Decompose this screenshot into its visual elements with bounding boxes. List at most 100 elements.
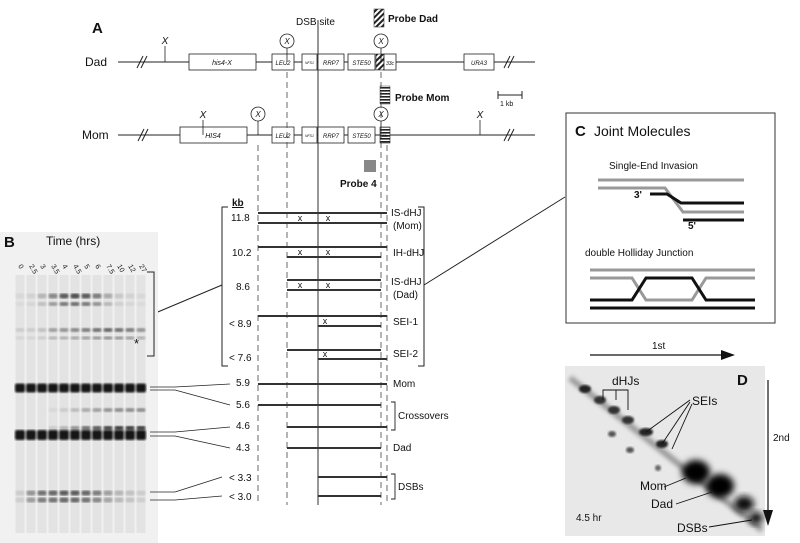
band-dsb bbox=[70, 490, 80, 496]
band-sei bbox=[81, 328, 91, 332]
dashed-guides bbox=[257, 72, 388, 505]
bracket-right-connector bbox=[423, 196, 566, 286]
band-mom bbox=[125, 383, 135, 393]
gel-lane bbox=[59, 275, 69, 533]
band-crossover bbox=[136, 408, 146, 412]
time-label: 0 bbox=[16, 264, 24, 271]
band-dad bbox=[136, 430, 146, 440]
gene-box bbox=[271, 126, 295, 144]
band-sei bbox=[26, 336, 36, 340]
gel-lane bbox=[37, 275, 47, 533]
dhjs-bracket bbox=[602, 389, 629, 410]
band-dsb bbox=[59, 490, 69, 496]
band-dsb bbox=[37, 497, 47, 503]
dad-break-left bbox=[136, 55, 148, 69]
band-sei bbox=[114, 328, 124, 332]
scale-bar-label: 1 kb bbox=[500, 101, 513, 108]
band-joint-molecule bbox=[92, 293, 102, 299]
dhj-title: double Holliday Junction bbox=[585, 248, 693, 259]
gene-label: his4-X bbox=[212, 60, 232, 67]
band-dad bbox=[70, 430, 80, 440]
kb-header: kb bbox=[232, 198, 244, 209]
band-dsb bbox=[26, 490, 36, 496]
gene-box bbox=[383, 53, 397, 71]
band-mom bbox=[114, 383, 124, 393]
gel-lane bbox=[26, 275, 36, 533]
panel-c: C Joint Molecules Single-End Invasion 3'… bbox=[565, 112, 776, 324]
time-label: 10 bbox=[115, 264, 125, 274]
band-joint-molecule bbox=[114, 302, 124, 306]
band-mom bbox=[70, 383, 80, 393]
band-crossover bbox=[48, 408, 58, 412]
seis-label: SEIs bbox=[692, 394, 717, 408]
crossover-x: x bbox=[298, 280, 303, 290]
band-sei bbox=[26, 328, 36, 332]
band-joint-molecule bbox=[48, 293, 58, 299]
gel-lane bbox=[125, 275, 135, 533]
band-joint-molecule bbox=[59, 293, 69, 299]
species-size: 10.2 bbox=[232, 248, 252, 259]
band-joint-molecule bbox=[92, 302, 102, 306]
band-joint-molecule bbox=[125, 302, 135, 306]
band-dad bbox=[92, 430, 102, 440]
band-dsb bbox=[15, 490, 25, 496]
gel-lane bbox=[136, 275, 146, 533]
spot bbox=[579, 385, 591, 393]
panel-c-title: Joint Molecules bbox=[594, 123, 691, 139]
site-x-label: X bbox=[254, 110, 261, 119]
band-sei bbox=[48, 336, 58, 340]
sei-title: Single-End Invasion bbox=[609, 161, 698, 172]
gene-label: STE50 bbox=[352, 61, 371, 67]
species-size: 8.6 bbox=[236, 282, 250, 293]
pointer-line bbox=[663, 477, 687, 488]
band-mom bbox=[81, 383, 91, 393]
panel-c-label: C bbox=[575, 123, 586, 140]
connector-line bbox=[174, 426, 231, 433]
species-size: 11.8 bbox=[231, 213, 250, 224]
band-sei bbox=[70, 328, 80, 332]
gel-title: Time (hrs) bbox=[46, 234, 100, 248]
band-sei bbox=[136, 336, 146, 340]
band-sei bbox=[48, 328, 58, 332]
gene-label: HIS4 bbox=[205, 133, 221, 140]
band-sei bbox=[15, 336, 25, 340]
band-dsb bbox=[37, 490, 47, 496]
connector-line bbox=[174, 383, 231, 388]
band-joint-molecule bbox=[59, 302, 69, 306]
band-dad bbox=[15, 430, 25, 440]
site-circle bbox=[373, 33, 389, 49]
band-joint-molecule bbox=[103, 302, 113, 306]
probe-4-marker bbox=[364, 160, 376, 172]
band-sei bbox=[125, 336, 135, 340]
site-x-label: X bbox=[476, 110, 484, 121]
species-size: 4.6 bbox=[236, 421, 250, 432]
band-joint-molecule bbox=[103, 293, 113, 299]
pointer-line bbox=[645, 399, 691, 433]
species-diagram: kb 11.8 x x IS-dHJ (Mom) 10.2 x x IH-dHJ… bbox=[152, 196, 566, 503]
probe-4-label: Probe 4 bbox=[340, 179, 377, 190]
species-name: Crossovers bbox=[398, 411, 449, 422]
dsbs-spot-label: DSBs bbox=[677, 521, 708, 535]
band-dsb bbox=[103, 497, 113, 503]
species-size: < 3.0 bbox=[229, 492, 252, 503]
band-joint-molecule bbox=[136, 302, 146, 306]
time-label: 5 bbox=[82, 264, 90, 271]
band-joint-molecule bbox=[125, 293, 135, 299]
band-dad bbox=[114, 430, 124, 440]
end-5prime: 5' bbox=[688, 221, 696, 232]
band-crossover bbox=[59, 426, 69, 430]
band-sei bbox=[15, 328, 25, 332]
seis-pointers bbox=[645, 399, 693, 450]
band-crossover bbox=[103, 426, 113, 430]
black-strand-invading bbox=[650, 192, 744, 205]
species-size: 5.6 bbox=[236, 400, 250, 411]
band-sei bbox=[136, 328, 146, 332]
dad-genes: his4-X LEU2 NFS1 RRP7 STE50 33c URA3 bbox=[188, 53, 495, 71]
dad-spot-label: Dad bbox=[651, 497, 673, 511]
band-crossover bbox=[81, 408, 91, 412]
gene-label: LEU2 bbox=[275, 61, 291, 67]
gel-lane bbox=[92, 275, 102, 533]
gene-label: URA3 bbox=[471, 61, 488, 67]
